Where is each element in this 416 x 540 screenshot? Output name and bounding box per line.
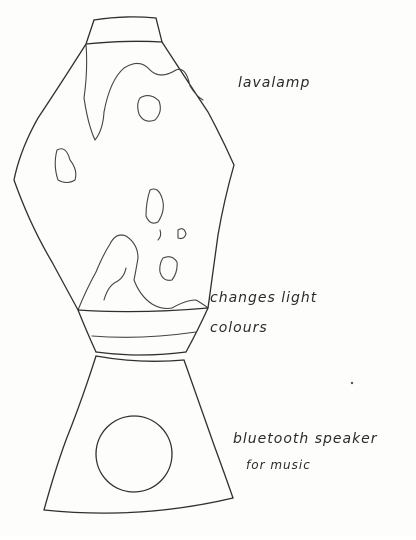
lava-blobs: [55, 44, 208, 310]
light-label-line1: changes light: [210, 290, 317, 306]
lamp-cap: [86, 17, 162, 44]
title-label: lavalamp: [238, 75, 310, 91]
speaker-label-line1: bluetooth speaker: [233, 431, 378, 447]
pencil-speck: [351, 382, 353, 384]
light-label-line2: colours: [210, 320, 268, 336]
lamp-glass: [14, 42, 234, 310]
lamp-base: [44, 356, 233, 513]
speaker-label-line2: for music: [246, 458, 311, 472]
speaker-grille: [96, 416, 172, 492]
lamp-collar: [78, 308, 208, 355]
